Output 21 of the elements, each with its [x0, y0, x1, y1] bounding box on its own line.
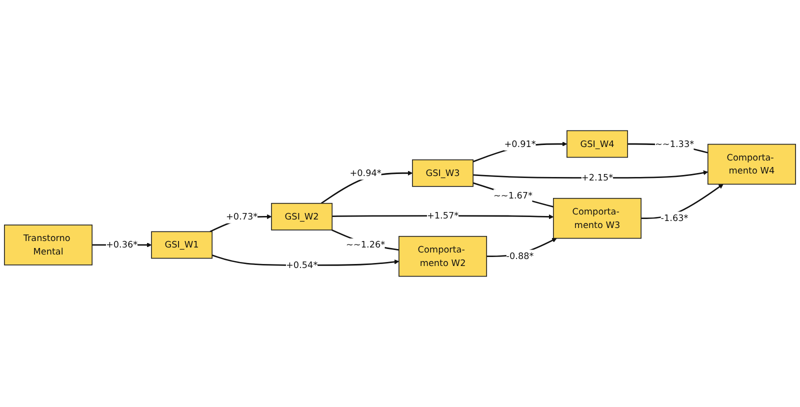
edge-label: -0.88* [506, 250, 534, 262]
edge-label: +0.94* [350, 168, 382, 178]
edge-label: ~~1.33* [654, 138, 694, 149]
edge-label: +0.54* [286, 260, 318, 270]
node-box: GSI_W1 [151, 231, 213, 259]
edge-label: ~~1.26* [346, 239, 386, 250]
node-box: Comporta- mento W3 [553, 198, 642, 239]
edge-label: +2.15* [581, 172, 614, 183]
edge-label: +0.36* [106, 239, 138, 250]
node-box: Transtorno Mental [4, 224, 93, 266]
node-box: Comporta- mento W2 [398, 236, 488, 277]
edge-label: +1.57* [426, 210, 459, 221]
node-box: GSI_W4 [566, 130, 628, 158]
edge-label: +0.73* [226, 211, 258, 222]
connector [472, 182, 554, 208]
node-box: Comporta- mento W4 [707, 144, 796, 185]
node-box: GSI_W3 [412, 159, 474, 187]
node-box: GSI_W2 [271, 202, 333, 230]
edge-label: -1.63* [660, 212, 688, 224]
edge-label: ~~1.67* [493, 190, 533, 201]
edge-label: +0.91* [504, 138, 536, 149]
